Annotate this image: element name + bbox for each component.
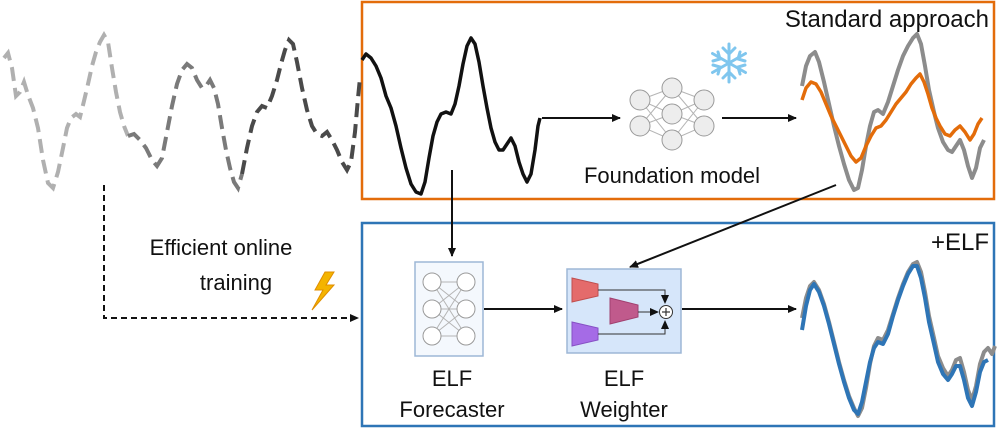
forecaster-label-line1: ELF	[432, 366, 472, 391]
standard-approach-panel	[360, 0, 996, 201]
forecaster-network-icon	[422, 272, 476, 346]
online-training-arrow	[103, 185, 359, 322]
history-series-mid	[127, 61, 244, 193]
foundation-forecast-series	[800, 72, 984, 164]
neural-network-icon	[629, 77, 715, 151]
elf-panel	[360, 221, 996, 428]
weighted-sum-icon	[571, 277, 673, 347]
standard-approach-title: Standard approach	[785, 6, 989, 33]
snowflake-icon	[711, 42, 747, 84]
elf-forecast-series	[800, 264, 989, 416]
lightning-icon	[311, 271, 336, 311]
arrow-forecast-to-weighter	[629, 184, 837, 268]
foundation-model-label: Foundation model	[584, 163, 760, 188]
online-training-label-line1: Efficient online	[150, 235, 293, 260]
input-series	[360, 36, 542, 196]
history-series-dark	[240, 36, 362, 175]
history-series-light	[2, 30, 130, 192]
elf-panel-title: +ELF	[931, 229, 989, 256]
network-edge	[431, 281, 467, 337]
online-training-label-line2: training	[200, 270, 272, 295]
weighter-label-line2: Weighter	[580, 397, 668, 422]
forecaster-label-line2: Forecaster	[399, 397, 504, 422]
weighter-label-line1: ELF	[604, 366, 644, 391]
